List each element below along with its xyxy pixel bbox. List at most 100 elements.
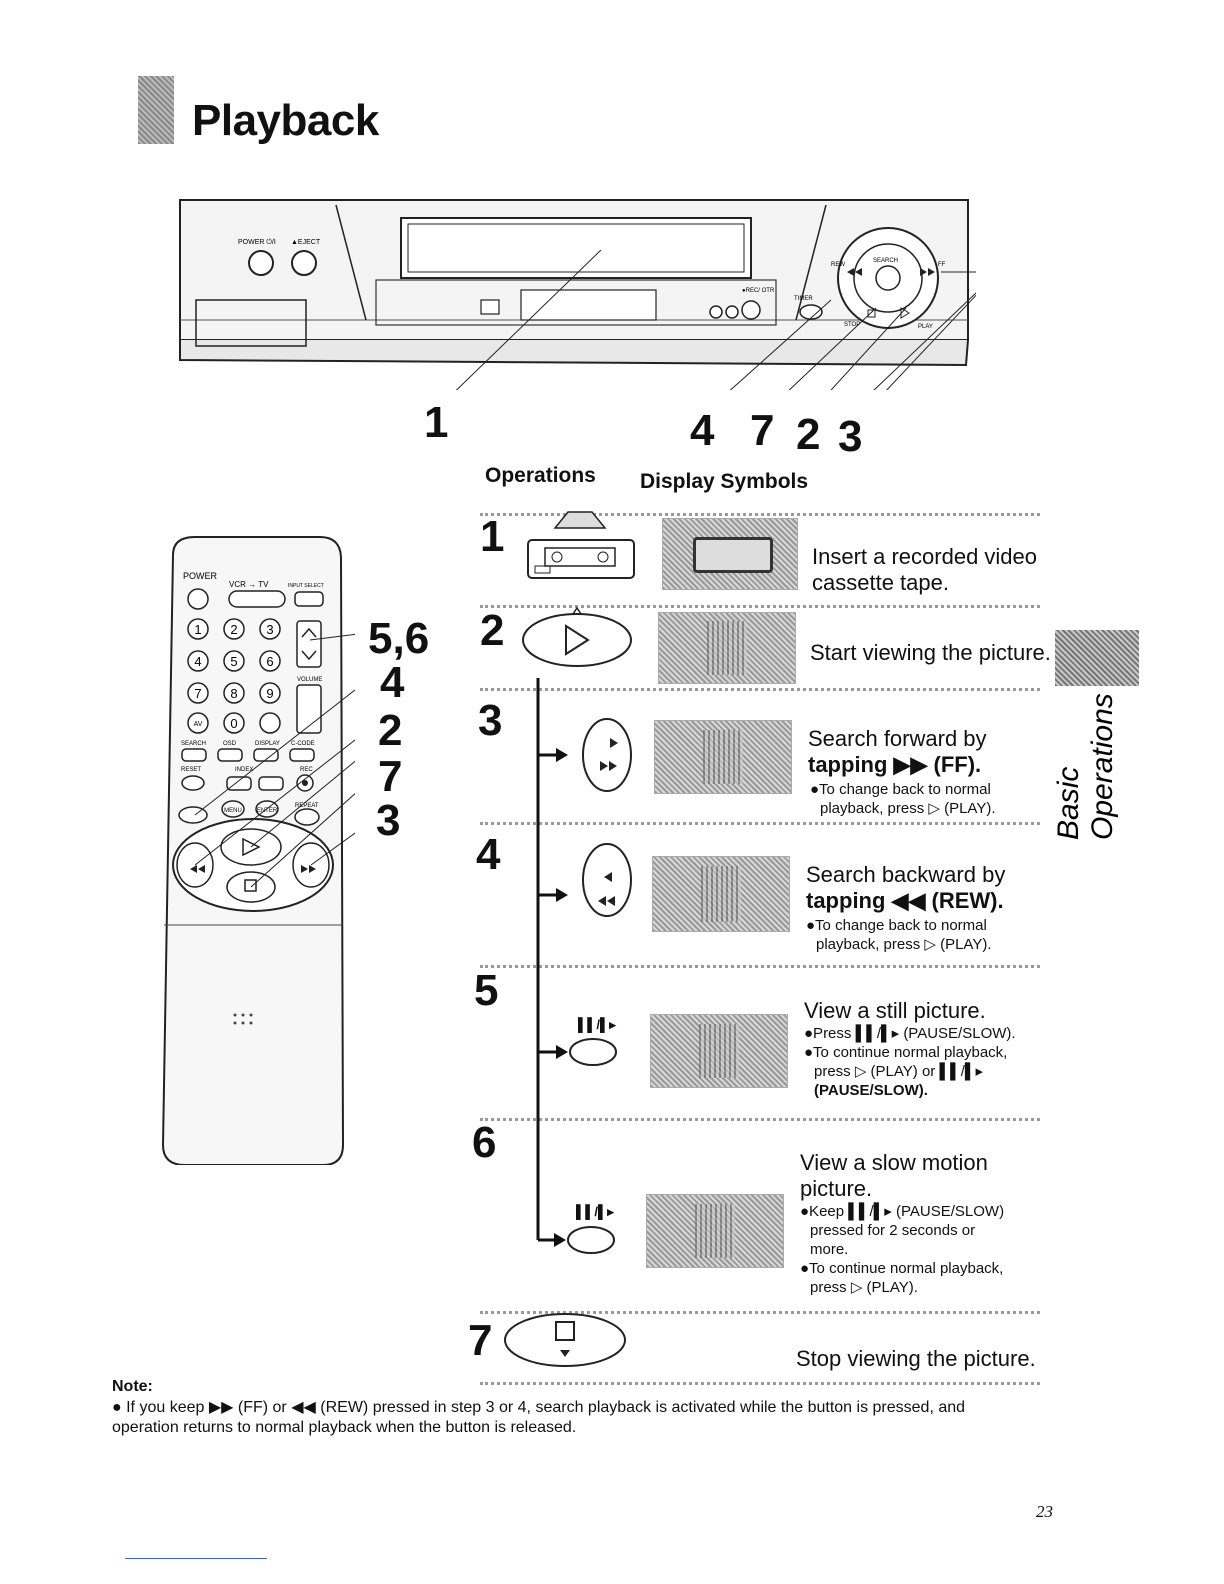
remote-num-5[interactable]	[223, 650, 245, 672]
display-ff-symbol	[654, 720, 792, 794]
step-number-7: 7	[468, 1316, 493, 1365]
remote-callout-7: 7	[378, 752, 403, 801]
remote-search-label: SEARCH	[181, 741, 206, 747]
remote-channel-rocker[interactable]	[296, 620, 322, 668]
remote-vcr-tv-button[interactable]	[228, 590, 286, 608]
separator	[480, 965, 1040, 968]
ff-button-icon	[582, 718, 632, 792]
vcr-power-button[interactable]	[248, 250, 274, 276]
remote-num-2-label: 2	[230, 622, 237, 637]
remote-av-label: AV	[194, 721, 203, 728]
vcr-ff-label: FF	[938, 262, 946, 268]
remote-num-4[interactable]	[187, 650, 209, 672]
remote-num-1-label: 1	[194, 622, 201, 637]
step5-subtext: ●Press ▌▌/▌▸ (PAUSE/SLOW). ●To continue …	[804, 1025, 1016, 1099]
remote-num-8[interactable]	[223, 682, 245, 704]
remote-menu-label: MENU	[224, 808, 242, 814]
remote-num-1[interactable]	[187, 618, 209, 640]
vcr-eject-button[interactable]	[291, 250, 317, 276]
page-title: Playback	[192, 96, 379, 145]
cassette-insert-icon	[527, 511, 635, 579]
remote-index-next-button[interactable]	[258, 776, 284, 791]
display-symbols-header: Display Symbols	[640, 470, 809, 493]
channel-arrows-icon	[301, 627, 317, 661]
vcr-timer-button[interactable]	[799, 304, 823, 320]
remote-index-prev-button[interactable]	[226, 776, 252, 791]
step-number-1: 1	[480, 512, 505, 561]
remote-num-9-label: 9	[266, 686, 273, 701]
remote-dash-button[interactable]	[259, 712, 281, 734]
separator	[480, 688, 1040, 691]
remote-repeat-label: REPEAT	[295, 803, 319, 809]
vcr-search-dial[interactable]	[875, 265, 901, 291]
vcr-ff-icon	[920, 268, 935, 276]
stop-icon	[244, 879, 257, 892]
remote-num-6[interactable]	[259, 650, 281, 672]
remote-repeat-button[interactable]	[294, 808, 320, 826]
remote-num-8-label: 8	[230, 686, 237, 701]
page-number: 23	[1036, 1502, 1053, 1521]
separator	[480, 1382, 1040, 1385]
vcr-stop-icon	[867, 309, 876, 318]
step7-text: Stop viewing the picture.	[796, 1346, 1036, 1371]
remote-display-button[interactable]	[253, 748, 279, 762]
step6-subtext: ●Keep ▌▌/▌▸ (PAUSE/SLOW) pressed for 2 s…	[800, 1203, 1005, 1296]
rew-icon	[190, 865, 205, 873]
remote-reset-label: RESET	[181, 767, 201, 773]
remote-input-button[interactable]	[294, 591, 324, 607]
operations-header: Operations	[485, 464, 596, 487]
remote-num-3[interactable]	[259, 618, 281, 640]
step5-text: View a still picture.	[804, 998, 986, 1023]
vcr-rec-button[interactable]	[741, 300, 761, 320]
remote-num-0[interactable]	[223, 712, 245, 734]
remote-av-button[interactable]	[187, 712, 209, 734]
step5-button-label: ▌▌/▌▸	[578, 1017, 616, 1032]
remote-num-0-label: 0	[230, 716, 237, 731]
cassette-symbol-icon	[693, 537, 773, 573]
callout-2: 2	[796, 410, 821, 459]
ff-icon	[301, 865, 316, 873]
remote-search-button[interactable]	[181, 748, 207, 762]
remote-display-label: DISPLAY	[255, 741, 280, 747]
display-still-symbol	[650, 1014, 788, 1088]
display-cassette-symbol	[662, 518, 798, 590]
separator	[480, 1311, 1040, 1314]
remote-enter-label: ENTER	[257, 808, 278, 814]
remote-power-button[interactable]	[187, 588, 209, 610]
display-rew-symbol	[652, 856, 790, 932]
separator	[480, 822, 1040, 825]
step1-text: Insert a recorded video cassette tape.	[812, 544, 1038, 595]
remote-vcr-tv-label: VCR → TV	[229, 580, 269, 589]
step-number-4: 4	[476, 830, 501, 879]
remote-callout-2: 2	[378, 706, 403, 755]
remote-num-6-label: 6	[266, 654, 273, 669]
step6-text: View a slow motion picture.	[800, 1150, 988, 1201]
remote-num-2[interactable]	[223, 618, 245, 640]
note-text: ● If you keep ▶▶ (FF) or ◀◀ (REW) presse…	[112, 1399, 966, 1436]
remote-volume-label: VOLUME	[297, 677, 322, 683]
remote-ccode-button[interactable]	[289, 748, 315, 762]
callout-1: 1	[424, 398, 449, 447]
vcr-play-label: PLAY	[918, 324, 933, 330]
step-number-3: 3	[478, 696, 503, 745]
remote-callout-5-6: 5,6	[368, 614, 430, 663]
remote-reset-button[interactable]	[181, 775, 205, 791]
display-play-symbol	[658, 612, 796, 684]
remote-num-7[interactable]	[187, 682, 209, 704]
vcr-illustration: POWER ⏻/I ▲EJECT ●REC/ OTR TIMER SEARCH …	[179, 199, 976, 390]
remote-menu-button[interactable]	[221, 800, 245, 818]
step-number-2: 2	[480, 606, 505, 655]
stop-button-icon	[504, 1313, 626, 1367]
section-tab-basic: Basic	[1052, 767, 1085, 840]
step3-subtext: ●To change back to normal playback, pres…	[810, 781, 996, 817]
separator	[480, 513, 1040, 516]
step4-subtext: ●To change back to normal playback, pres…	[806, 917, 992, 953]
vcr-stop-label: STOP	[844, 322, 860, 328]
callout-4: 4	[690, 406, 715, 455]
remote-num-9[interactable]	[259, 682, 281, 704]
remote-ccode-label: C-CODE	[291, 741, 315, 747]
vcr-rew-icon	[847, 268, 862, 276]
remote-osd-button[interactable]	[217, 748, 243, 762]
remote-num-4-label: 4	[194, 654, 201, 669]
